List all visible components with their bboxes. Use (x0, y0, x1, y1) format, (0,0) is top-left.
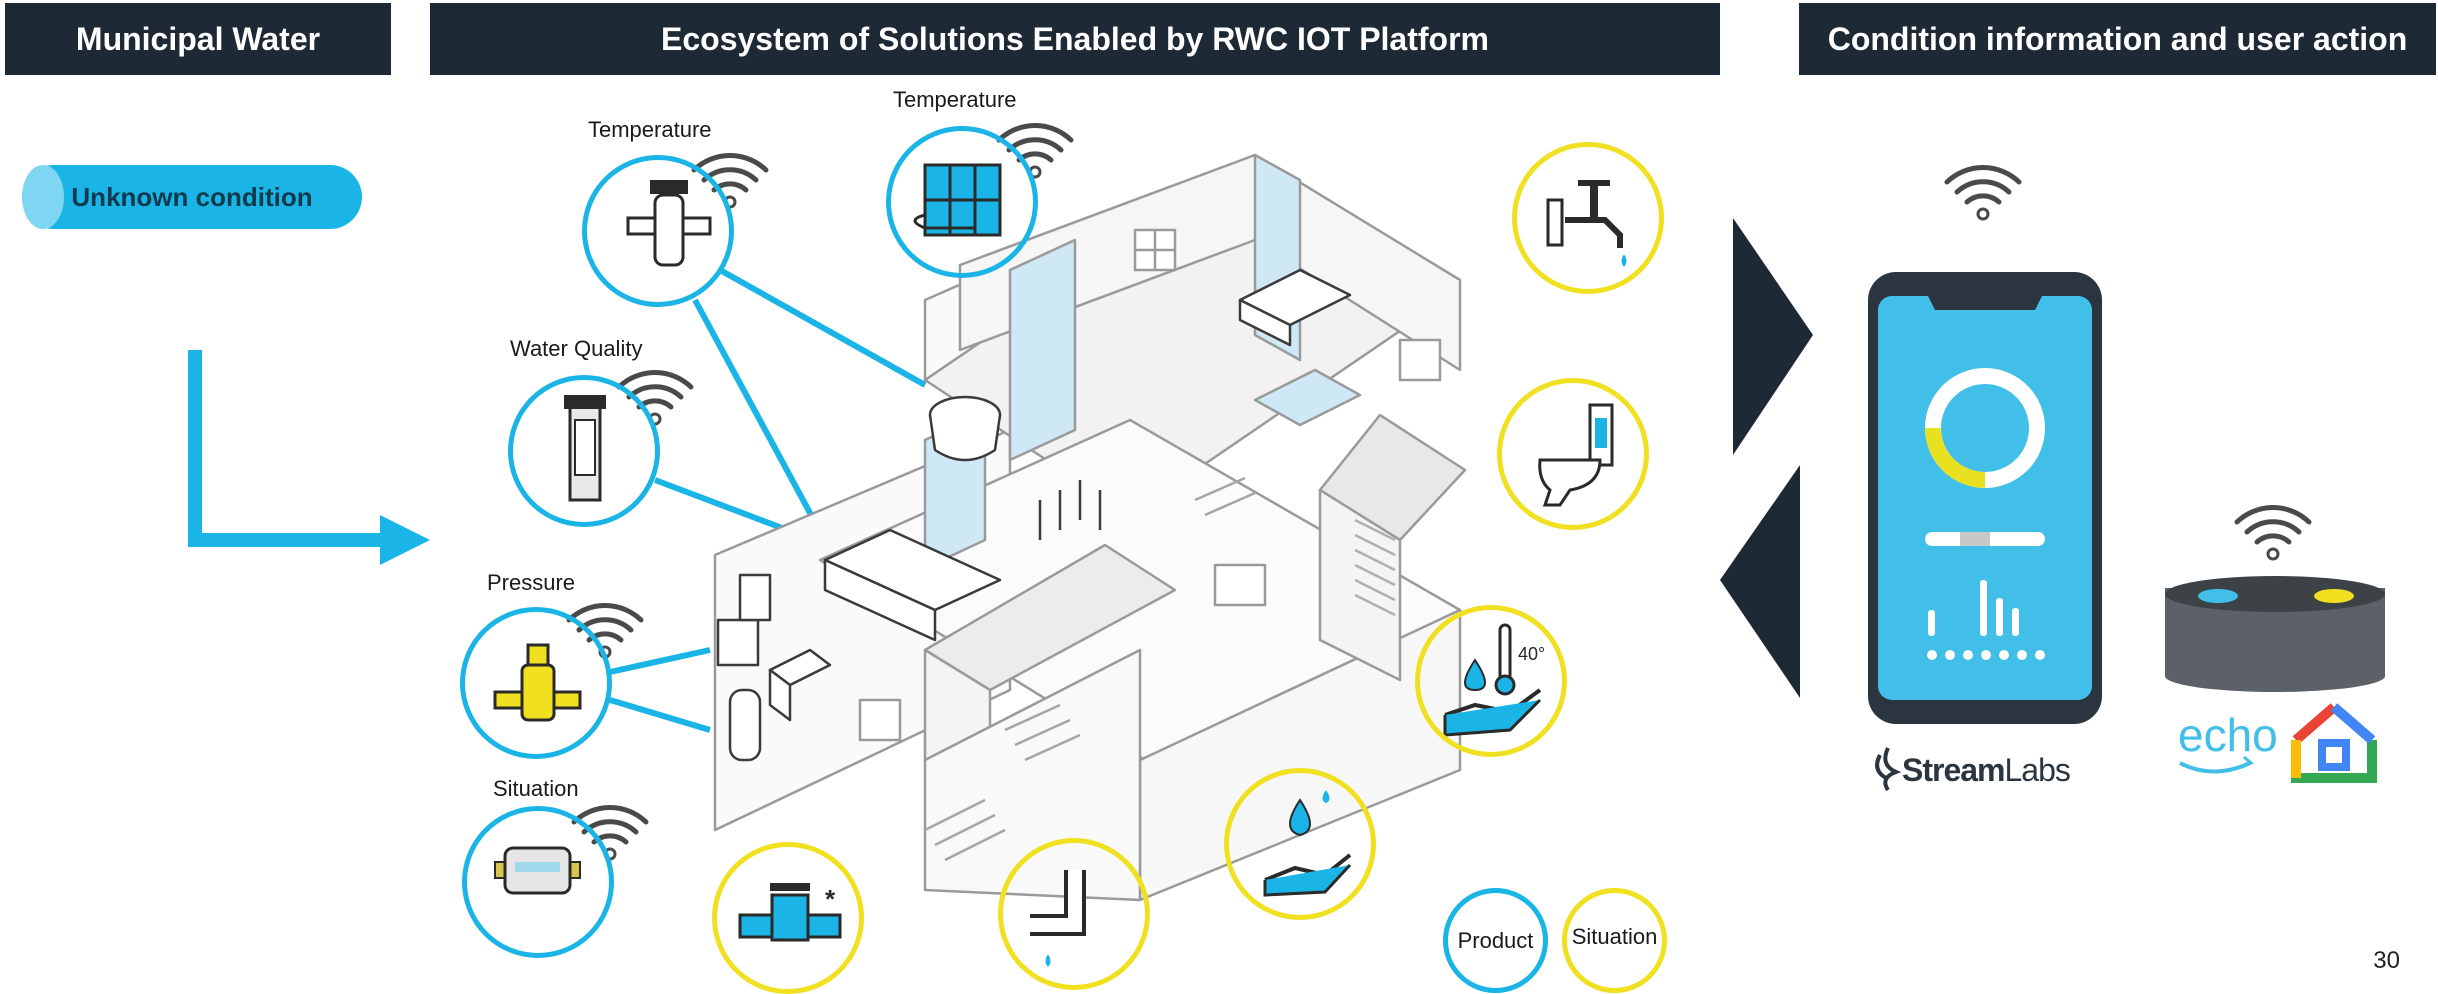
label-water-quality: Water Quality (510, 336, 643, 361)
label-pressure: Pressure (487, 570, 576, 595)
echo-speaker (2165, 576, 2385, 692)
condition-header: Condition information and user action (1799, 3, 2436, 75)
unknown-condition-pill: Unknown condition (22, 165, 362, 229)
input-arrow (1720, 465, 1800, 698)
situation-meter-circle (462, 806, 614, 958)
freeze-temperature-circle (1415, 605, 1567, 757)
municipal-flow-arrow (188, 350, 430, 565)
legend-product-circle (1443, 888, 1548, 993)
pipe-leak-circle (998, 838, 1150, 990)
ecosystem-header: Ecosystem of Solutions Enabled by RWC IO… (430, 3, 1720, 75)
legend-situation-circle (1562, 888, 1667, 993)
municipal-water-header: Municipal Water (5, 3, 391, 75)
toilet-circle (1497, 378, 1649, 530)
echo-logo: echo (2178, 709, 2278, 761)
label-temperature-heating: Temperature (893, 87, 1017, 112)
legend-situation-label: Situation (1571, 923, 1658, 949)
pill-cap (22, 165, 64, 229)
streamlabs-word-stream: Stream (1902, 752, 2005, 788)
pressure-circle (460, 607, 612, 759)
shutoff-valve-circle (712, 842, 864, 994)
output-arrow (1733, 218, 1813, 455)
leak-hand-circle (1224, 768, 1376, 920)
streamlabs-word-labs: Labs (2004, 752, 2071, 788)
underfloor-heating-circle (886, 126, 1038, 278)
google-home-icon (2291, 703, 2377, 783)
page-number: 30 (2373, 947, 2400, 974)
temperature-valve-circle (582, 155, 734, 307)
label-situation: Situation (493, 776, 579, 801)
water-quality-circle (508, 375, 660, 527)
streamlabs-logo-mark (1875, 747, 1902, 792)
isometric-house (713, 153, 1467, 902)
streamlabs-logo: StreamLabs (1902, 752, 2071, 789)
legend-product-label: Product (1457, 927, 1534, 953)
label-temperature-valve: Temperature (588, 117, 712, 142)
smartphone-app (1868, 272, 2102, 724)
amazon-smile (2179, 761, 2251, 774)
outdoor-faucet-circle (1512, 142, 1664, 294)
